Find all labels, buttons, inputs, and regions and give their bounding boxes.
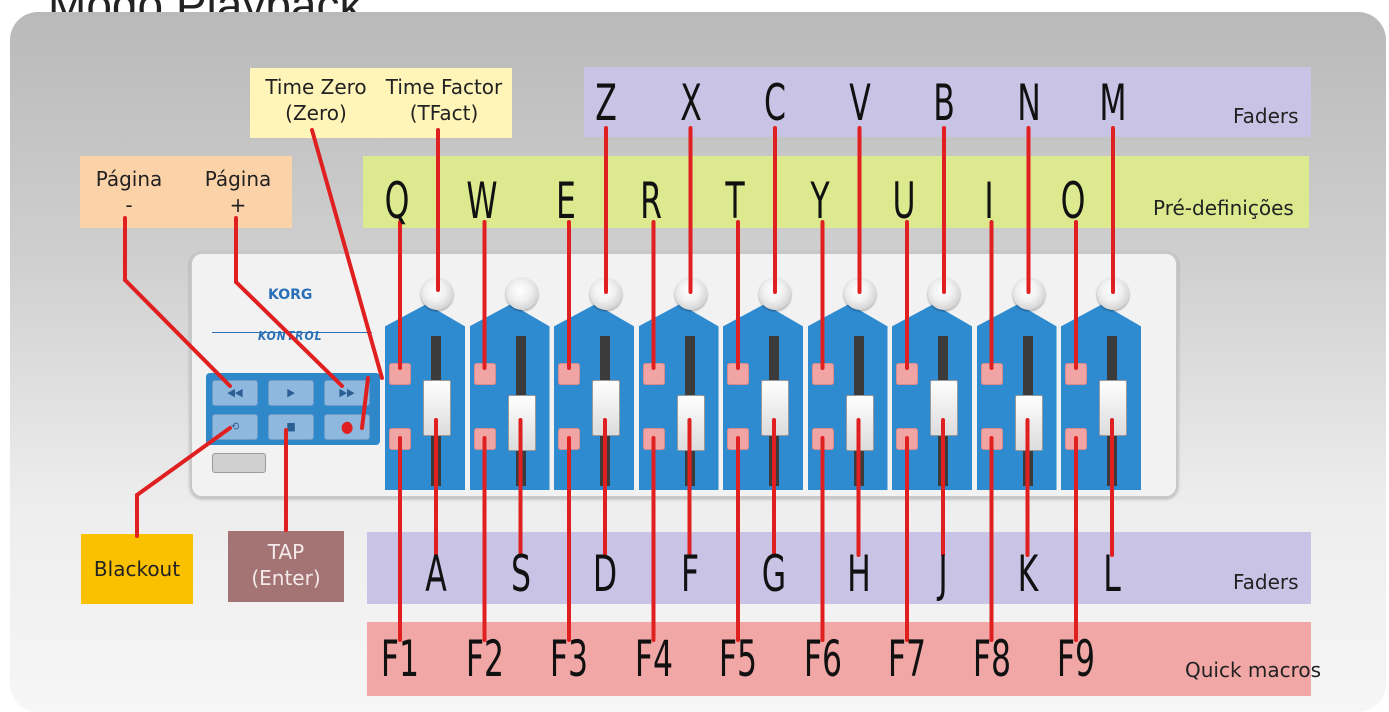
knob-key-v: V — [848, 74, 871, 132]
line-time-zero — [310, 128, 384, 380]
scene-button[interactable] — [212, 453, 266, 473]
quick-macros-band — [367, 622, 1311, 696]
predef-key-q: Q — [384, 172, 410, 230]
pagina-box: Página - Página + — [80, 156, 292, 228]
knob[interactable] — [505, 278, 538, 310]
time-factor-label: Time Factor (TFact) — [376, 74, 512, 126]
pagina-minus-line2: - — [125, 193, 133, 217]
faders-top-label: Faders — [1233, 104, 1299, 128]
macro-key-f6: F6 — [803, 630, 842, 688]
fader-key-a: A — [425, 545, 447, 603]
pad-top[interactable] — [558, 363, 580, 385]
time-zero-label: Time Zero (Zero) — [256, 74, 376, 126]
faders-bottom-band — [367, 532, 1311, 604]
fast-forward-button[interactable]: ▶▶ — [324, 380, 370, 406]
tap-box: TAP (Enter) — [228, 531, 344, 602]
pagina-plus-line2: + — [229, 193, 247, 217]
predef-key-e: E — [556, 172, 576, 230]
knob-key-m: M — [1099, 74, 1127, 132]
predef-key-r: R — [639, 172, 662, 230]
stop-button[interactable]: ■ — [268, 414, 314, 440]
pagina-minus-label: Página - — [84, 166, 174, 218]
fader-key-k: K — [1017, 545, 1038, 603]
predef-key-w: W — [465, 172, 498, 230]
predef-key-u: U — [892, 172, 916, 230]
macro-key-f2: F2 — [465, 630, 504, 688]
pad-top[interactable] — [642, 363, 665, 385]
time-zero-line1: Time Zero — [265, 75, 367, 99]
fader-key-s: S — [510, 545, 531, 603]
pad-top[interactable] — [389, 363, 411, 385]
pad-top[interactable] — [727, 363, 749, 385]
pagina-minus-line1: Página — [95, 167, 163, 191]
fader-key-f: F — [680, 545, 699, 603]
faders-bottom-label: Faders — [1233, 570, 1299, 594]
time-zero-line2: (Zero) — [285, 101, 347, 125]
predef-key-o: O — [1060, 172, 1086, 230]
pad-top[interactable] — [811, 363, 834, 385]
record-icon: ● — [340, 417, 354, 436]
macro-key-f4: F4 — [634, 630, 673, 688]
fader-key-j: J — [938, 545, 948, 603]
faders-top-band — [584, 67, 1311, 137]
fader-key-d: D — [592, 545, 618, 603]
korg-logo: KORG — [268, 287, 313, 303]
record-button[interactable]: ● — [324, 414, 370, 440]
loop-button[interactable]: ⟲ — [212, 414, 258, 440]
macro-key-f5: F5 — [718, 630, 758, 688]
tap-line2: (Enter) — [251, 566, 321, 590]
knob-key-x: X — [679, 74, 702, 132]
macro-key-f1: F1 — [380, 630, 420, 688]
macro-key-f3: F3 — [549, 630, 589, 688]
blackout-label: Blackout — [81, 534, 193, 604]
play-button[interactable]: ▶ — [268, 380, 314, 406]
predefinicoes-band — [363, 156, 1309, 228]
pagina-plus-line1: Página — [204, 167, 272, 191]
line-pagina-plus-b — [234, 280, 344, 388]
time-box: Time Zero (Zero) Time Factor (TFact) — [250, 68, 512, 138]
line-record — [360, 376, 370, 430]
predefinicoes-label: Pré-definições — [1153, 196, 1294, 220]
macro-key-f7: F7 — [887, 630, 927, 688]
predef-key-y: Y — [809, 172, 830, 230]
predef-key-t: T — [725, 172, 745, 230]
line-pagina-minus-b — [123, 278, 232, 388]
pad-top[interactable] — [896, 363, 918, 385]
pad-top[interactable] — [473, 363, 496, 385]
predef-key-i: I — [983, 172, 994, 230]
time-factor-line2: (TFact) — [409, 101, 479, 125]
pagina-plus-label: Página + — [192, 166, 284, 218]
fader-key-g: G — [761, 545, 787, 603]
pad-top[interactable] — [1065, 363, 1087, 385]
line-blackout-b — [135, 426, 232, 497]
fader-key-h: H — [846, 545, 871, 603]
knob-key-b: B — [933, 74, 955, 132]
macro-key-f8: F8 — [972, 630, 1011, 688]
knob-key-c: C — [764, 74, 786, 132]
pad-top[interactable] — [980, 363, 1003, 385]
time-factor-line1: Time Factor — [385, 75, 503, 99]
quick-macros-label: Quick macros — [1185, 658, 1322, 682]
knob-key-n: N — [1016, 74, 1041, 132]
fader-key-l: L — [1103, 545, 1121, 603]
rewind-button[interactable]: ◀◀ — [212, 380, 258, 406]
tap-line1: TAP — [267, 540, 305, 564]
knob-key-z: Z — [595, 74, 617, 132]
macro-key-f9: F9 — [1056, 630, 1096, 688]
